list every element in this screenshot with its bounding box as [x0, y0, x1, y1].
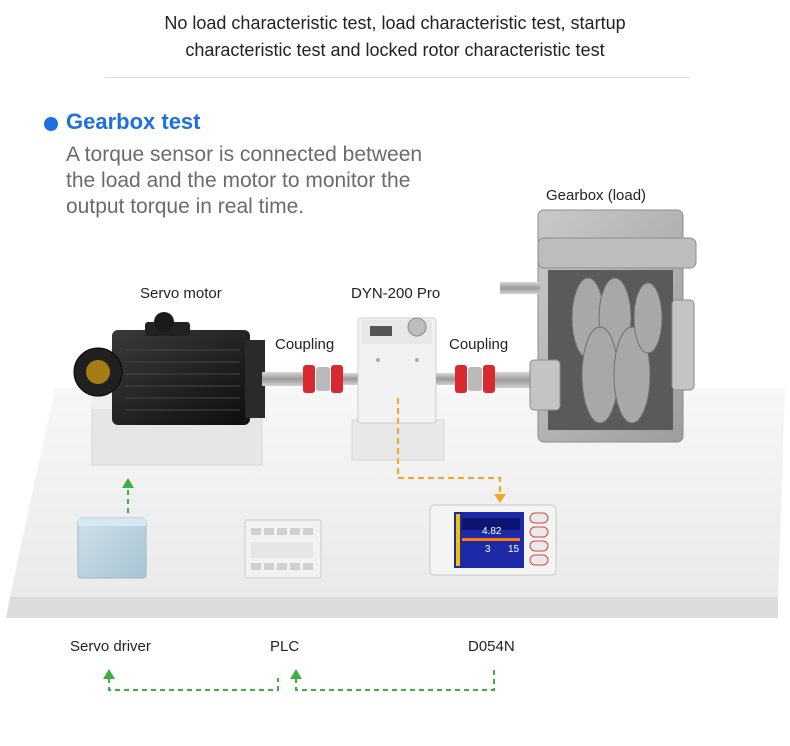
- display-field-top: [462, 518, 520, 530]
- right-coupling: [455, 365, 495, 393]
- display-value-top: 4.82: [482, 526, 502, 537]
- display-button-4: [529, 554, 549, 566]
- gearbox-top-rim: [537, 237, 697, 269]
- bullet-dot-icon: [44, 117, 58, 131]
- sensor-signal-line: [397, 398, 506, 503]
- left-shaft-sensor: [343, 373, 358, 385]
- orange-arrow-icon: [494, 494, 506, 503]
- sensor-lcd: [370, 326, 392, 336]
- label-gearbox: Gearbox (load): [546, 187, 647, 204]
- sensor-screw: [376, 358, 380, 362]
- gearbox-bearing-right: [671, 299, 695, 391]
- display-button-2: [529, 526, 549, 538]
- display-button-1: [529, 512, 549, 524]
- label-coupling-left: Coupling: [275, 336, 335, 353]
- label-coupling-right: Coupling: [449, 336, 509, 353]
- servo-driver: [77, 517, 147, 579]
- intro-line-2: characteristic test and locked rotor cha…: [185, 40, 605, 60]
- gearbox-input-shaft: [495, 372, 540, 388]
- sensor-screw: [415, 358, 419, 362]
- right-shaft-sensor: [436, 373, 456, 385]
- green-arrow-plc-icon: [290, 669, 302, 679]
- intro-line-1: No load characteristic test, load charac…: [164, 13, 626, 33]
- torque-sensor: [357, 317, 437, 424]
- motor-fins: [125, 349, 240, 411]
- servo-motor: [73, 312, 265, 425]
- motor-top-knob: [154, 312, 174, 332]
- label-plc: PLC: [270, 638, 300, 655]
- intro-text: No load characteristic test, load charac…: [0, 10, 790, 64]
- label-servo-motor: Servo motor: [140, 285, 222, 302]
- gearbox-output-shaft: [500, 282, 540, 294]
- display-button-3: [529, 540, 549, 552]
- label-servo-driver: Servo driver: [70, 638, 151, 655]
- section-title: Gearbox test: [66, 109, 201, 134]
- desc-line-1: A torque sensor is connected between: [66, 143, 423, 166]
- plc-device: [244, 519, 322, 579]
- gearbox-bearing-left: [529, 359, 561, 411]
- desc-line-2: the load and the motor to monitor the: [66, 169, 411, 192]
- green-arrow-driver-icon: [103, 669, 115, 679]
- display-value-right: 15: [508, 544, 520, 555]
- display-buttons: [529, 512, 549, 566]
- gear-set: [571, 277, 663, 424]
- green-arrow-up-icon: [122, 478, 134, 488]
- platform-edge: [6, 597, 778, 618]
- display-bar: [456, 514, 460, 566]
- label-sensor: DYN-200 Pro: [351, 285, 441, 302]
- display-separator: [462, 538, 520, 541]
- sensor-connector: [407, 317, 427, 337]
- display-instrument: 4.82 3 15: [429, 504, 557, 576]
- control-bus: [103, 668, 495, 691]
- gearbox: [500, 209, 697, 443]
- driver-motor-signal: [122, 478, 134, 513]
- motor-flange: [245, 340, 265, 418]
- motor-connector: [86, 360, 110, 384]
- left-coupling: [303, 365, 343, 393]
- display-value-left: 3: [485, 544, 491, 555]
- label-display: D054N: [468, 638, 515, 655]
- desc-line-3: output torque in real time.: [66, 195, 305, 218]
- motor-body: [112, 330, 250, 425]
- section-description: A torque sensor is connected between the…: [66, 142, 422, 220]
- left-shaft: [262, 372, 312, 386]
- divider: [105, 77, 690, 78]
